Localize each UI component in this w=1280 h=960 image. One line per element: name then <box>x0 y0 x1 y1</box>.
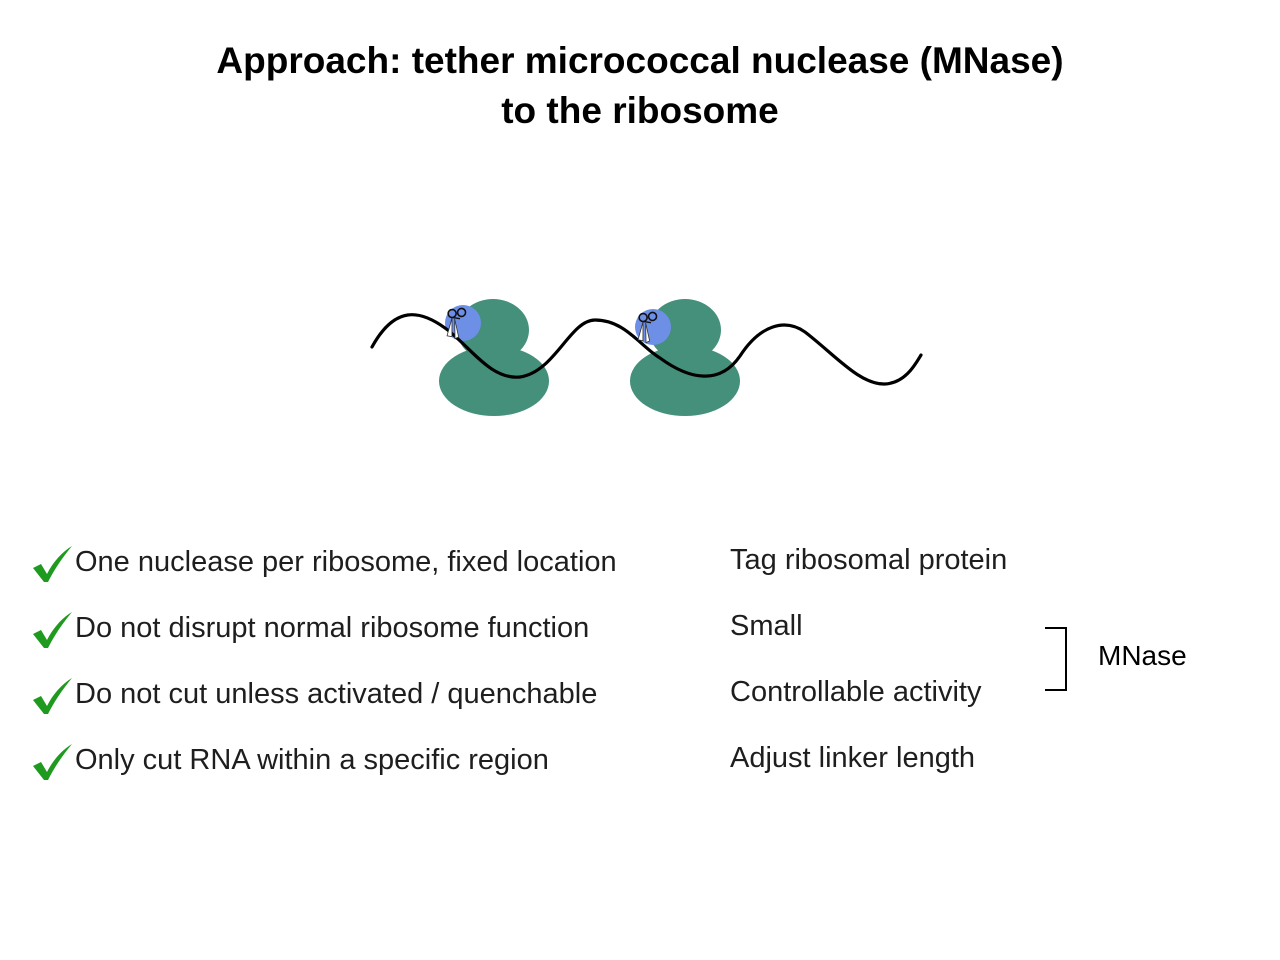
scissors-icon <box>637 311 658 344</box>
requirement-text: Do not disrupt normal ribosome function <box>75 611 590 644</box>
ribosome-large-subunit <box>439 346 549 416</box>
checkmark-icon <box>30 740 74 780</box>
requirement-text: Only cut RNA within a specific region <box>75 743 549 776</box>
requirement-row: Do not cut unless activated / quenchable <box>30 674 597 714</box>
mrna-strand <box>370 313 923 386</box>
mnase-bracket <box>1045 627 1067 691</box>
requirement-row: Do not disrupt normal ribosome function <box>30 608 589 648</box>
ribosome-2 <box>630 299 740 416</box>
requirement-text: Do not cut unless activated / quenchable <box>75 677 598 710</box>
requirement-row: One nuclease per ribosome, fixed locatio… <box>30 542 617 582</box>
requirement-text: One nuclease per ribosome, fixed locatio… <box>75 545 617 578</box>
checkmark-icon <box>30 542 74 582</box>
mnase-label: MNase <box>1098 640 1187 671</box>
solution-text: Controllable activity <box>730 676 982 708</box>
mnase-icon <box>635 309 671 345</box>
solution-text: Small <box>730 610 803 642</box>
ribosome-large-subunit <box>630 346 740 416</box>
checkmark-icon <box>30 674 74 714</box>
ribosome-small-subunit <box>649 299 721 361</box>
slide-title: Approach: tether micrococcal nuclease (M… <box>0 36 1280 136</box>
scissors-icon <box>446 307 467 340</box>
requirement-row: Only cut RNA within a specific region <box>30 740 549 780</box>
solution-text: Tag ribosomal protein <box>730 544 1008 576</box>
solution-text: Adjust linker length <box>730 742 976 774</box>
title-line-1: Approach: tether micrococcal nuclease (M… <box>216 40 1064 81</box>
title-line-2: to the ribosome <box>501 90 779 131</box>
mnase-icon <box>445 305 481 341</box>
checkmark-icon <box>30 608 74 648</box>
